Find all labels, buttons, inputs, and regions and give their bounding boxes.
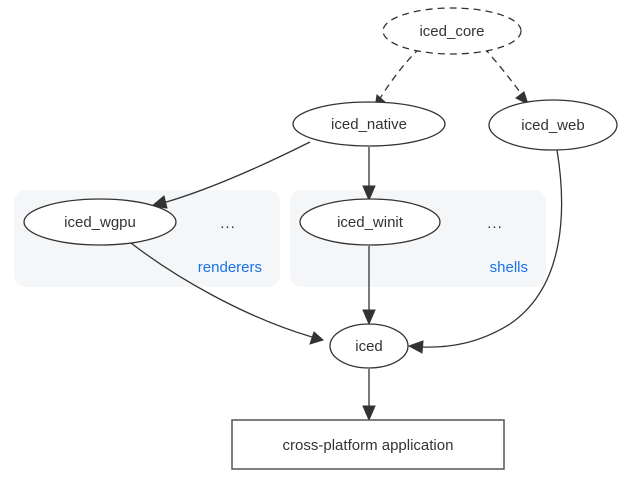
node-iced-wgpu-shape[interactable]	[23, 198, 177, 246]
node-iced-winit-shape[interactable]	[299, 198, 441, 246]
node-iced-web-label: iced_web	[521, 117, 584, 134]
node-iced-core[interactable]: iced_core	[382, 7, 522, 55]
edge-native-to-winit	[362, 147, 376, 202]
node-iced-core-shape[interactable]	[382, 7, 522, 55]
edge-core-to-native-line	[378, 47, 421, 101]
node-iced-wgpu-label: iced_wgpu	[64, 214, 136, 231]
edge-web-to-iced-arrowhead	[407, 340, 424, 354]
edge-native-to-wgpu	[150, 141, 311, 209]
cluster-shells-label: shells	[490, 259, 528, 276]
edge-native-to-winit-arrowhead	[362, 185, 376, 202]
node-iced-label: iced	[355, 338, 383, 355]
node-layer: iced_core iced_native iced_web iced_wgpu…	[23, 7, 618, 470]
edge-iced-to-app-arrowhead	[362, 405, 376, 422]
node-cross-platform-application-shape[interactable]	[231, 419, 505, 470]
node-iced-native[interactable]: iced_native	[292, 101, 446, 147]
edge-winit-to-iced	[362, 246, 376, 326]
cluster-renderers-label: renderers	[198, 259, 262, 276]
edge-layer	[130, 47, 563, 422]
node-iced[interactable]: iced	[329, 323, 409, 369]
edge-core-to-web	[483, 47, 529, 105]
edge-wgpu-to-iced	[130, 242, 324, 345]
node-iced-shape[interactable]	[329, 323, 409, 369]
node-iced-winit-label: iced_winit	[337, 214, 404, 231]
edge-wgpu-to-iced-line	[130, 242, 313, 338]
edge-native-to-wgpu-line	[162, 141, 311, 204]
node-iced-native-shape[interactable]	[292, 101, 446, 147]
edge-web-to-iced	[407, 149, 563, 354]
node-iced-web-shape[interactable]	[488, 99, 618, 151]
node-iced-core-label: iced_core	[419, 23, 484, 40]
edge-winit-to-iced-arrowhead	[362, 309, 376, 326]
edge-web-to-iced-line	[420, 149, 563, 348]
edge-iced-to-app	[362, 369, 376, 422]
edge-wgpu-to-iced-arrowhead	[309, 331, 324, 345]
node-iced-web[interactable]: iced_web	[488, 99, 618, 151]
edge-core-to-web-line	[483, 47, 524, 97]
node-iced-wgpu[interactable]: iced_wgpu	[23, 198, 177, 246]
node-iced-winit[interactable]: iced_winit	[299, 198, 441, 246]
shells-more-placeholder: ...	[487, 215, 503, 232]
node-cross-platform-application-label: cross-platform application	[283, 437, 454, 454]
renderers-more-placeholder: ...	[220, 215, 236, 232]
node-iced-native-label: iced_native	[331, 116, 407, 133]
node-cross-platform-application[interactable]: cross-platform application	[231, 419, 505, 470]
edge-core-to-web-arrowhead	[515, 91, 529, 105]
edge-core-to-native	[374, 47, 421, 109]
